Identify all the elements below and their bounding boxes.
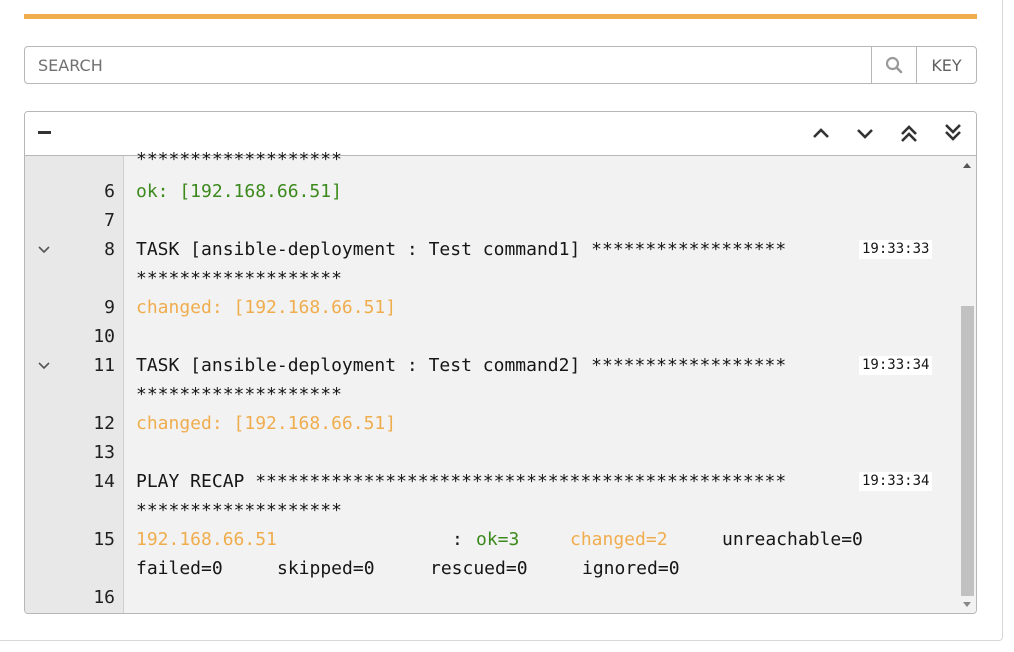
line-number: 11 <box>93 355 115 376</box>
recap-rescued: rescued=0 <box>430 558 528 579</box>
job-output-panel: ******************* 6 ok: [192.168.66.51… <box>24 111 977 614</box>
chevron-down-icon[interactable] <box>37 358 51 372</box>
line-number: 9 <box>104 297 115 318</box>
output-line: ******************* <box>25 145 945 174</box>
line-number: 8 <box>104 239 115 260</box>
output-line: 15 192.168.66.51 : ok=3 changed=2 unreac… <box>25 525 945 554</box>
line-number: 6 <box>104 181 115 202</box>
recap-ok: ok=3 <box>476 529 520 550</box>
output-toolbar <box>25 112 976 156</box>
output-line: 16 <box>25 583 945 612</box>
line-number: 16 <box>93 587 115 608</box>
line-number: 12 <box>93 413 115 434</box>
line-text: TASK [ansible-deployment : Test command1… <box>136 239 787 260</box>
timestamp: 19:33:34 <box>859 356 933 375</box>
recap-ignored: ignored=0 <box>582 558 680 579</box>
search-button[interactable] <box>871 47 916 83</box>
search-icon <box>885 56 903 74</box>
recap-skipped: skipped=0 <box>277 558 375 579</box>
output-line: 12 changed: [192.168.66.51] <box>25 409 945 438</box>
output-line: 11 TASK [ansible-deployment : Test comma… <box>25 351 945 380</box>
search-bar: KEY <box>24 46 977 84</box>
output-line: 10 <box>25 322 945 351</box>
chevron-down-icon[interactable] <box>854 122 876 144</box>
chevron-up-icon[interactable] <box>810 122 832 144</box>
line-text: ******************* <box>136 149 342 170</box>
scroll-down-arrow-icon[interactable] <box>962 601 972 609</box>
output-line: 14 PLAY RECAP **************************… <box>25 467 945 496</box>
line-text: changed: [192.168.66.51] <box>136 297 397 318</box>
line-text: TASK [ansible-deployment : Test command2… <box>136 355 787 376</box>
output-line: 7 <box>25 206 945 235</box>
line-number: 14 <box>93 471 115 492</box>
output-line: ******************* <box>25 264 945 293</box>
line-text: ******************* <box>136 384 342 405</box>
output-line: 9 changed: [192.168.66.51] <box>25 293 945 322</box>
output-line: failed=0 skipped=0 rescued=0 ignored=0 <box>25 554 945 583</box>
line-text: ok: [192.168.66.51] <box>136 181 342 202</box>
timestamp: 19:33:33 <box>859 240 933 259</box>
output-line: 6 ok: [192.168.66.51] <box>25 177 945 206</box>
line-number: 15 <box>93 529 115 550</box>
minus-icon[interactable] <box>38 131 51 134</box>
output-line: ******************* <box>25 380 945 409</box>
output-line: ******************* <box>25 496 945 525</box>
line-text: PLAY RECAP *****************************… <box>136 471 787 492</box>
line-text: ******************* <box>136 268 342 289</box>
chevron-down-icon[interactable] <box>37 242 51 256</box>
line-number: 10 <box>93 326 115 347</box>
output-scrollbar[interactable] <box>959 156 975 613</box>
scrollbar-thumb[interactable] <box>961 306 974 596</box>
line-number-gutter <box>25 156 124 613</box>
scroll-up-arrow-icon[interactable] <box>962 161 972 169</box>
output-line: 13 <box>25 438 945 467</box>
recap-separator: : <box>452 529 463 550</box>
line-number: 13 <box>93 442 115 463</box>
recap-unreachable: unreachable=0 <box>722 529 863 550</box>
double-chevron-down-icon[interactable] <box>942 122 964 144</box>
key-button[interactable]: KEY <box>916 47 976 83</box>
search-input[interactable] <box>25 47 871 83</box>
timestamp: 19:33:34 <box>859 472 933 491</box>
recap-changed: changed=2 <box>570 529 668 550</box>
double-chevron-up-icon[interactable] <box>898 122 920 144</box>
output-body: ******************* 6 ok: [192.168.66.51… <box>25 149 976 613</box>
line-text: ******************* <box>136 500 342 521</box>
line-text: changed: [192.168.66.51] <box>136 413 397 434</box>
status-accent-bar <box>24 14 977 19</box>
recap-failed: failed=0 <box>136 558 223 579</box>
output-line: 8 TASK [ansible-deployment : Test comman… <box>25 235 945 264</box>
recap-host: 192.168.66.51 <box>136 529 277 550</box>
line-number: 7 <box>104 210 115 231</box>
